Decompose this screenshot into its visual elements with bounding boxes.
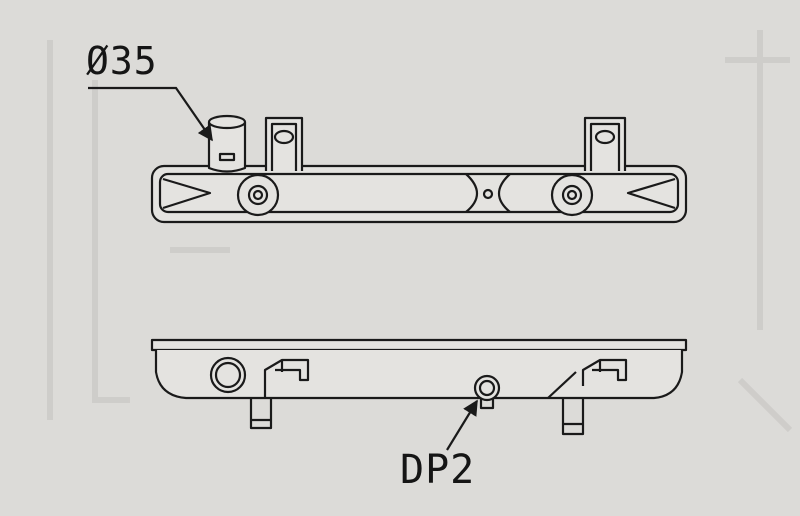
dp2-drain [473,374,501,402]
dp2-leader [446,399,478,451]
tube-slot [218,152,236,162]
d35-leader [88,86,213,142]
left-bracket [264,116,304,171]
diameter-callout: Ø35 [86,39,158,83]
right-bracket [583,116,627,171]
tube-top [207,114,247,130]
side-view [150,338,688,436]
side-flange [150,338,688,352]
center-notch [465,173,479,213]
right-recess [626,177,676,210]
top-view [150,114,688,224]
left-clip [263,358,310,398]
top-rail-outer [150,164,688,224]
leaders [88,86,478,451]
center-hole [482,188,494,200]
tube-body [207,122,247,173]
left-bracket-slot [273,129,295,145]
left-pin [249,398,273,430]
side-body [154,350,684,400]
dp2-callout: DP2 [400,447,476,493]
right-bracket-slot [594,129,616,145]
left-boss [236,173,280,217]
background-bleed [47,30,793,433]
left-recess [162,177,212,210]
top-rail-inner [158,172,680,214]
right-pin [561,398,585,436]
right-boss [550,173,594,217]
right-clip [581,358,628,386]
